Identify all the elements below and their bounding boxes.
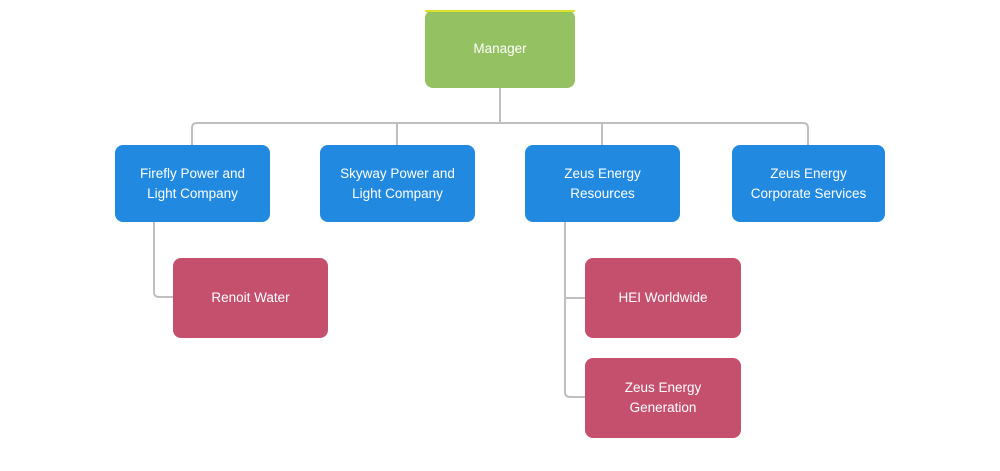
org-node-renoit[interactable]: Renoit Water	[173, 258, 328, 338]
org-node-label: Manager	[473, 41, 527, 57]
connector-bus	[191, 122, 809, 145]
org-node-label: HEI Worldwide	[618, 290, 708, 306]
org-node-zeus-corporate[interactable]: Zeus Energy Corporate Services	[732, 145, 885, 222]
org-node-label: Zeus Energy Corporate Services	[750, 165, 867, 201]
org-node-hei[interactable]: HEI Worldwide	[585, 258, 741, 338]
org-node-label: Renoit Water	[211, 290, 290, 306]
org-node-manager[interactable]: Manager	[425, 10, 575, 88]
org-node-skyway[interactable]: Skyway Power and Light Company	[320, 145, 475, 222]
org-node-label: Skyway Power and Light Company	[340, 165, 455, 201]
connector-zeus-generation	[564, 222, 585, 398]
selected-node-highlight	[425, 10, 575, 12]
org-node-firefly[interactable]: Firefly Power and Light Company	[115, 145, 270, 222]
org-node-label: Zeus Energy Generation	[624, 380, 702, 415]
org-node-label: Firefly Power and Light Company	[139, 165, 246, 201]
org-node-label: Zeus Energy Resources	[564, 165, 641, 201]
org-node-zeus-generation[interactable]: Zeus Energy Generation	[585, 358, 741, 438]
org-node-zeus-resources[interactable]: Zeus Energy Resources	[525, 145, 680, 222]
connector-firefly-renoit	[153, 222, 173, 298]
